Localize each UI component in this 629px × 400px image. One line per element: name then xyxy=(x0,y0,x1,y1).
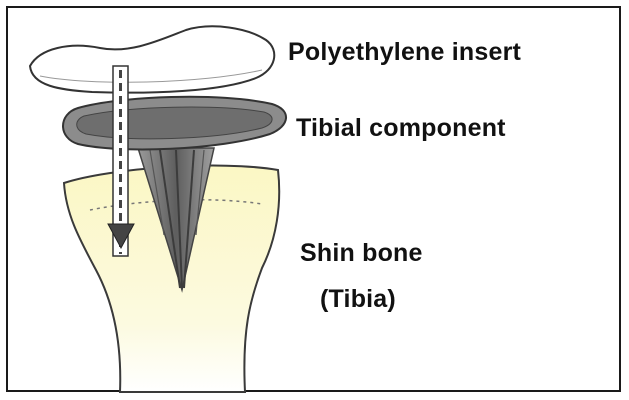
tibial-tray xyxy=(63,97,286,150)
polyethylene-insert xyxy=(30,26,274,92)
polyethylene-insert-label: Polyethylene insert xyxy=(288,40,521,65)
insertion-arrow xyxy=(108,66,134,256)
shin-bone-label: Shin bone xyxy=(300,241,423,266)
tibia-label: (Tibia) xyxy=(320,287,396,312)
tibial-component-label: Tibial component xyxy=(296,116,506,141)
